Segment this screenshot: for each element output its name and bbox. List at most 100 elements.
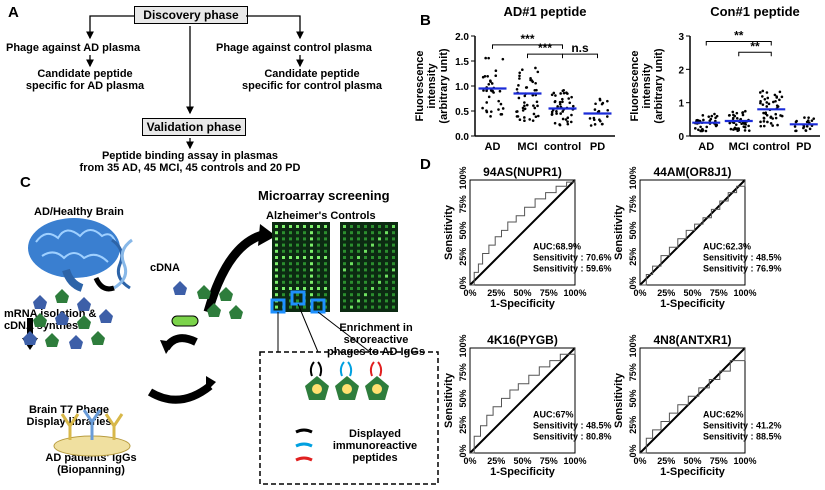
data-point (812, 117, 816, 120)
array-spot (310, 225, 313, 228)
data-point (556, 105, 559, 108)
array-spot (371, 243, 374, 247)
y-tick-label: 50% (628, 221, 638, 239)
array-spot (282, 237, 285, 241)
array-spot (296, 243, 299, 247)
y-tick-label: 1 (678, 99, 684, 110)
array-spot (385, 299, 388, 303)
antibodies-icon (60, 409, 124, 440)
data-point (498, 89, 502, 93)
array-spot (392, 225, 395, 228)
data-point (487, 95, 491, 99)
data-point (497, 99, 500, 103)
data-point (566, 122, 570, 126)
array-spot (289, 249, 292, 253)
data-point (523, 101, 526, 104)
data-point (763, 97, 767, 101)
roc-curve (470, 180, 576, 286)
data-point (778, 98, 781, 102)
y-tick-label: 0 (678, 132, 684, 143)
array-spot (392, 243, 395, 247)
data-point (775, 95, 778, 98)
array-spot (392, 305, 395, 309)
data-point (767, 102, 771, 106)
array-spot (392, 274, 395, 278)
array-spot (317, 225, 320, 228)
data-point (772, 100, 775, 104)
array-spot (303, 243, 306, 247)
array-spot (317, 293, 320, 297)
roc-diagonal (639, 179, 746, 286)
array-spot (385, 280, 388, 284)
data-point (494, 69, 498, 73)
array-spot (317, 280, 320, 284)
x-tick-label: 50% (513, 456, 531, 466)
x-tick-label: AD (698, 141, 714, 153)
data-point (729, 127, 733, 131)
array-spot (282, 293, 285, 297)
dashed-box (259, 351, 439, 485)
data-point (731, 116, 735, 120)
data-point (707, 115, 711, 118)
data-point (561, 117, 565, 121)
array-spot (392, 268, 395, 272)
array-spot (296, 293, 299, 297)
array-spot (343, 237, 346, 241)
phage-icon (69, 335, 83, 349)
right-phage-label: Phage against control plasma (216, 42, 372, 54)
data-point (485, 109, 488, 112)
array-spot (371, 293, 374, 297)
data-point (594, 102, 597, 106)
data-point (593, 123, 597, 126)
data-point (774, 99, 777, 103)
phage-icon (91, 331, 105, 345)
roc-stat: Sensitivity : 88.5% (703, 431, 782, 441)
phage-icon (173, 281, 187, 295)
data-point (762, 120, 766, 123)
data-point (774, 116, 778, 120)
data-point (568, 101, 572, 105)
array-spot (275, 231, 278, 235)
y-axis-label: Sensitivity (443, 372, 455, 428)
array-spot (364, 237, 367, 241)
array-spot (378, 293, 381, 297)
data-point (736, 127, 739, 131)
array-spot (371, 280, 374, 284)
array-spot (392, 293, 395, 297)
array-spot (282, 249, 285, 253)
data-point (550, 93, 554, 97)
y-tick-label: 0% (458, 444, 468, 457)
array-spot (317, 305, 320, 309)
roc-title: 44AM(OR8J1) (653, 165, 731, 179)
y-tick-label: 75% (458, 363, 468, 381)
discovery-phase-box: Discovery phase (134, 6, 248, 24)
roc-frame (469, 179, 576, 286)
roc-stat: Sensitivity : 48.5% (533, 420, 612, 430)
x-tick-label: PD (590, 141, 605, 153)
data-point (558, 123, 562, 127)
data-point (747, 129, 751, 132)
right-candidate-line1: Candidate peptide (264, 68, 360, 80)
phage-icon (197, 285, 211, 299)
array-spot (350, 225, 353, 228)
x-tick-label: 100% (733, 288, 756, 298)
data-point (501, 107, 505, 110)
displayed-label: Displayed immunoreactive peptides (320, 428, 430, 464)
array-spot (275, 249, 278, 253)
array-spot (275, 243, 278, 247)
roc-diagonal (469, 179, 576, 286)
array-spot (364, 262, 367, 266)
data-point (598, 97, 602, 101)
array-spot (385, 305, 388, 309)
brain-icon (28, 218, 120, 278)
array-spot (289, 225, 292, 228)
y-tick-label: 1.5 (455, 57, 469, 68)
y-tick-label: 1.0 (455, 82, 469, 93)
array-spot (275, 287, 278, 290)
y-axis-label: Sensitivity (613, 204, 625, 260)
data-point (570, 95, 573, 99)
array-spot (289, 256, 292, 259)
y-axis-label: Fluorescence (629, 51, 641, 122)
data-point (484, 56, 487, 60)
array-spot (275, 262, 278, 266)
